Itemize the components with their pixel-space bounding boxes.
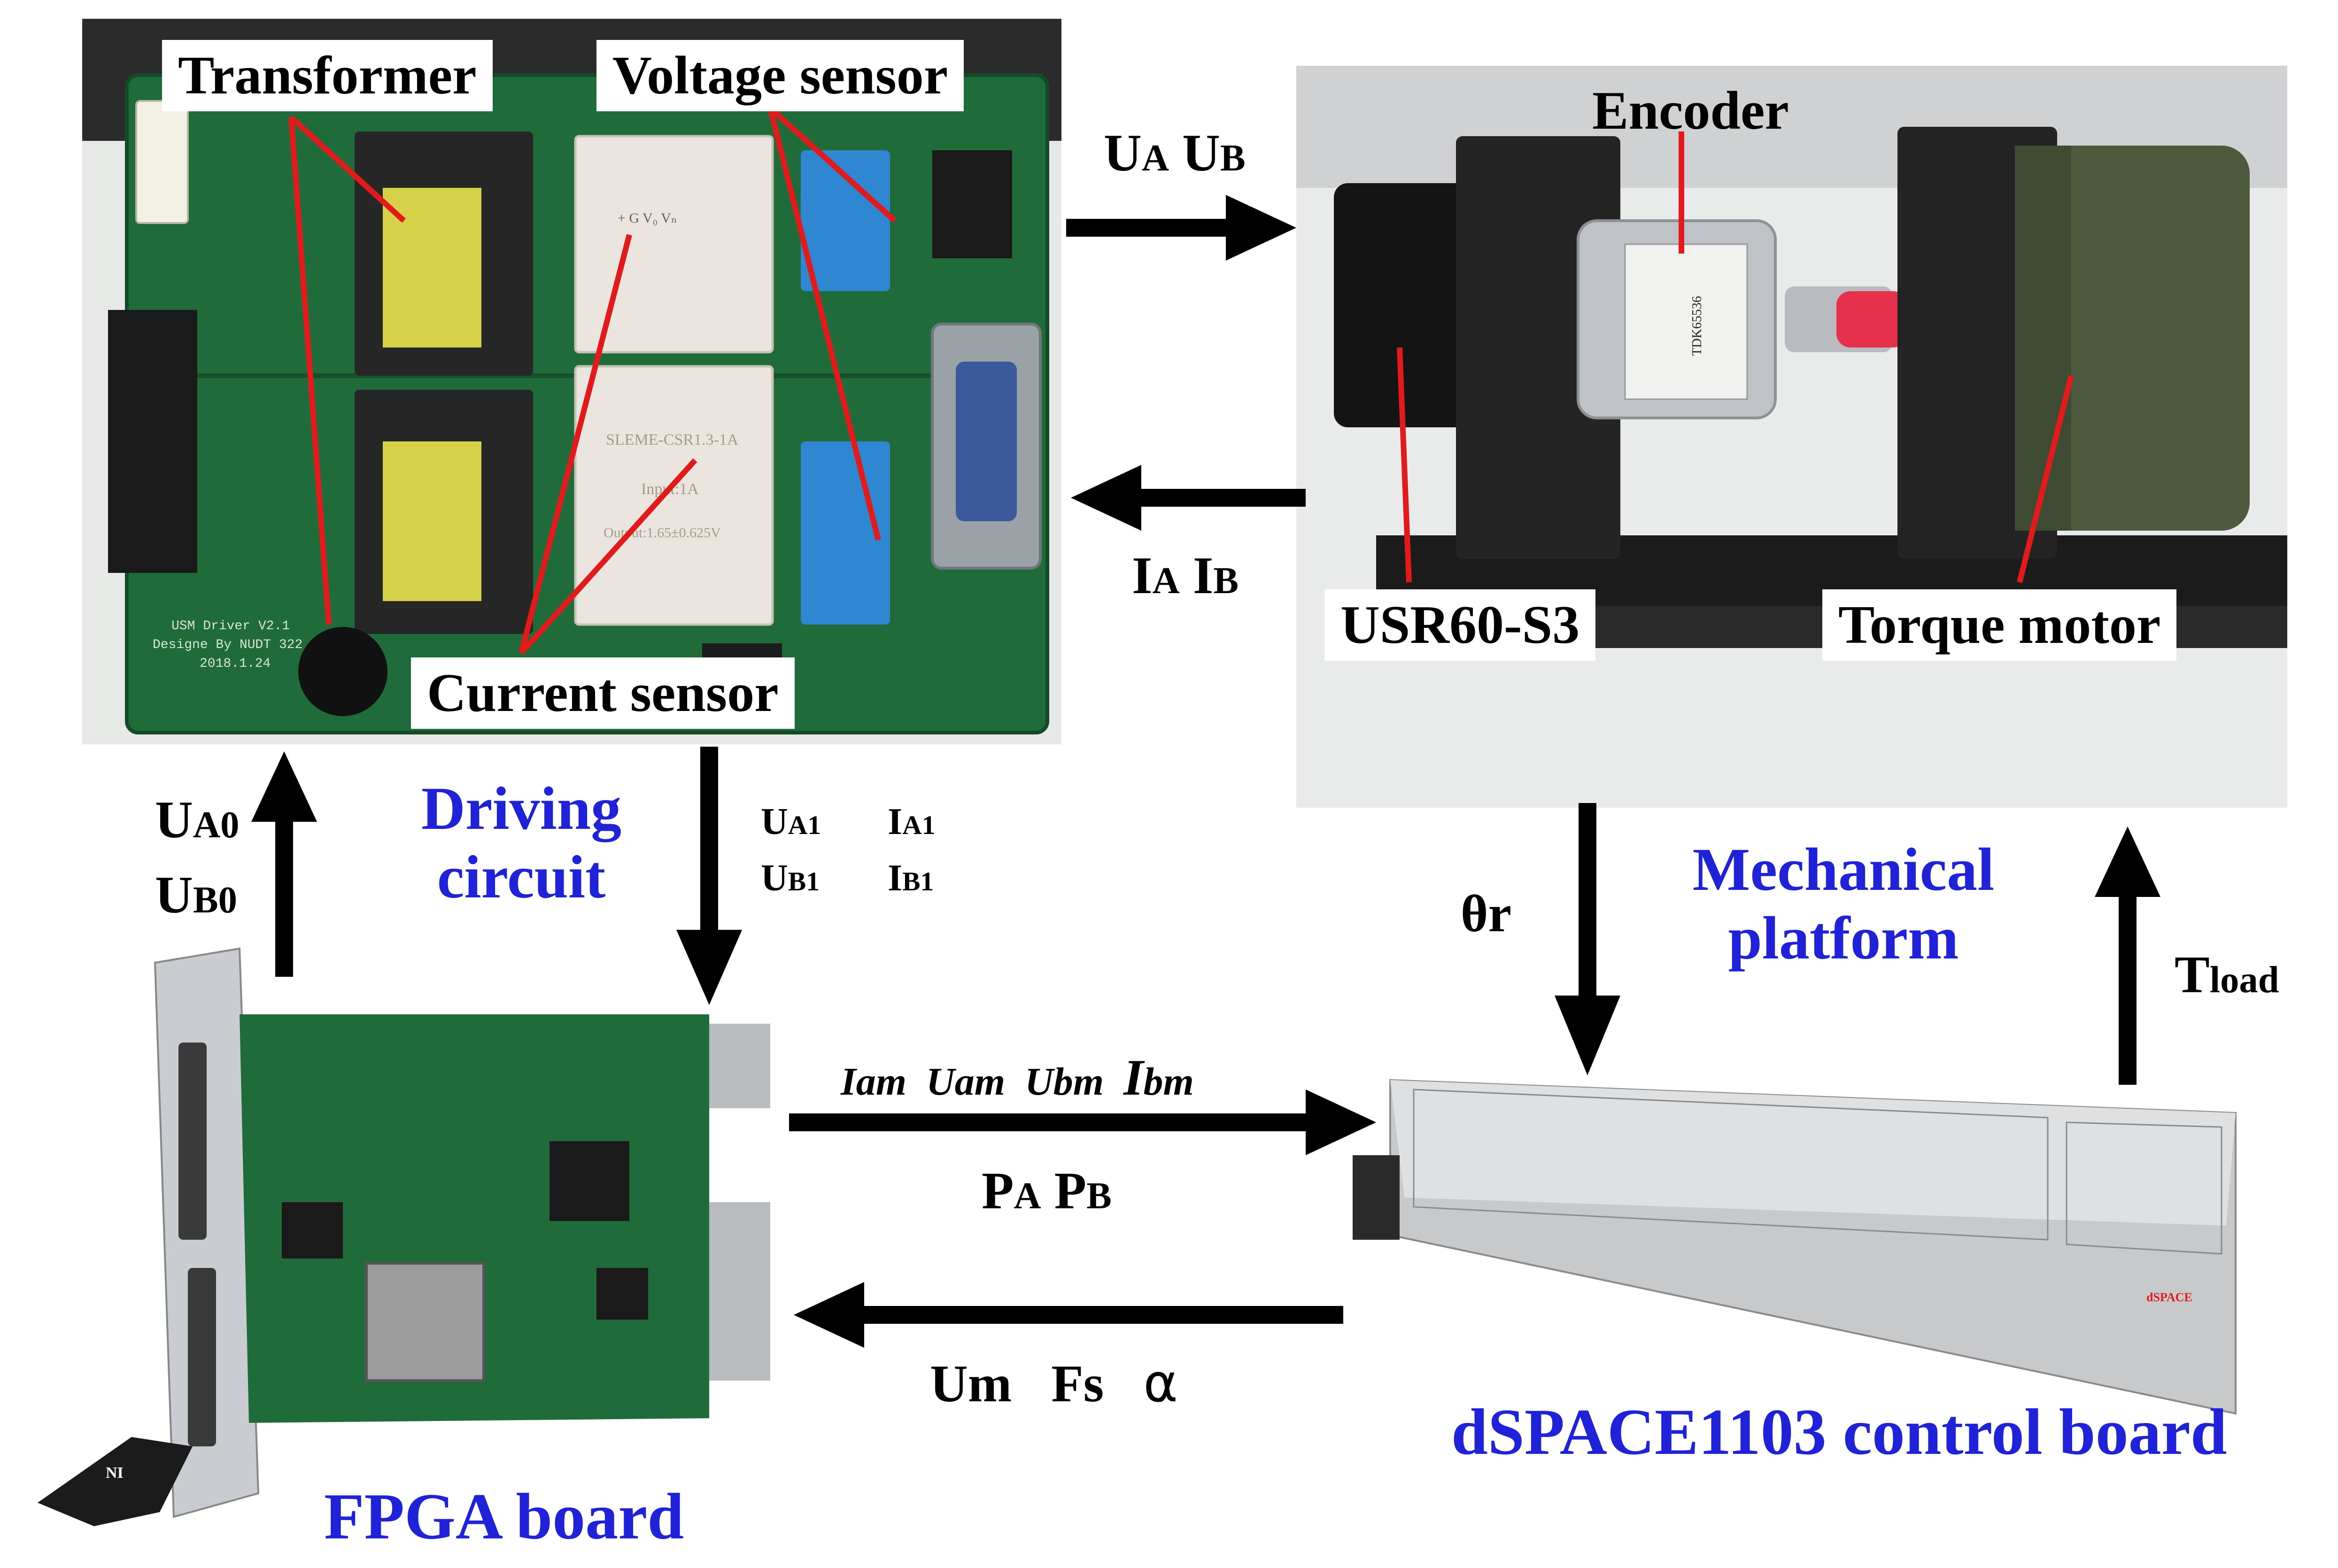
ua0-sub: A0 [193, 804, 240, 846]
ubm-text: Ubm [1025, 1060, 1104, 1104]
ni-logo-text: NI [106, 1464, 124, 1482]
pcb-date-text: 2018.1.24 [200, 657, 271, 671]
signal-ua-ub: UA UB [1104, 127, 1246, 179]
alpha-text: α [1143, 1353, 1178, 1414]
signal-ua0: UA0 [155, 794, 239, 846]
signal-theta-r: θr [1461, 885, 1512, 943]
tload-main: T [2175, 946, 2210, 1004]
fpga-chip [365, 1262, 485, 1382]
driving-circuit-title: Driving circuit [404, 775, 639, 911]
driving-title-line1: Driving [421, 775, 622, 842]
voltage-sensor-pins: + G V₀ Vₙ [618, 210, 677, 226]
ia1-sub: A1 [902, 811, 936, 840]
usr-motor-body [1334, 183, 1489, 427]
ua-main: U [1104, 124, 1142, 182]
voltage-sensor-label: Voltage sensor [596, 40, 964, 111]
pa-main: P [982, 1162, 1014, 1220]
signal-ub0: UB0 [155, 869, 237, 921]
current-sensor-label: Current sensor [411, 657, 795, 729]
um-text: Um [930, 1355, 1012, 1413]
torque-motor-body [2015, 146, 2250, 531]
shaft-coupling [1836, 291, 1907, 348]
ub0-main: U [155, 866, 193, 924]
tload-sub: load [2209, 959, 2279, 1001]
signal-ia-ib: IA IB [1132, 549, 1239, 602]
signal-ia1: IA1 [888, 803, 936, 841]
torque-motor-label: Torque motor [1822, 589, 2177, 661]
fpga-pcb [240, 1014, 709, 1423]
ua1-sub: A1 [788, 811, 821, 840]
iam-text: Iam [841, 1060, 907, 1104]
pb-main: P [1054, 1162, 1087, 1220]
ib1-main: I [888, 857, 903, 899]
usr-label: USR60-S3 [1324, 589, 1596, 661]
fpga-illustration [38, 939, 789, 1531]
inductor-round [298, 627, 387, 716]
arrows [251, 195, 2160, 1348]
mechanical-platform-photo: TDK65536 [1296, 66, 2287, 808]
ibm-sub: bm [1143, 1060, 1194, 1104]
ib-main: I [1192, 547, 1214, 605]
ia-main: I [1132, 547, 1153, 605]
dspace-board-photo: dSPACE [1353, 1057, 2268, 1423]
pcb-design-text: Designe By NUDT 322 [153, 638, 303, 652]
signal-pa-pb: PA PB [982, 1165, 1112, 1217]
mechanical-title-line2: platform [1728, 904, 1959, 972]
signal-um-fs: Um Fs α [930, 1357, 1178, 1410]
encoder-label: Encoder [1592, 81, 1789, 141]
mechanical-title-line1: Mechanical [1692, 836, 1995, 904]
fpga-board-photo: NI [38, 939, 789, 1531]
processor-chip [550, 1141, 629, 1221]
transformer-label: Transformer [162, 40, 493, 111]
motor-rig-illustration [1296, 66, 2287, 808]
pb-sub: B [1086, 1175, 1112, 1217]
fpga-title: FPGA board [324, 1480, 684, 1553]
ub-sub: B [1220, 137, 1246, 179]
dspace-logo-text: dSPACE [2146, 1290, 2192, 1304]
ib1-sub: B1 [902, 867, 934, 896]
blue-relay-top [801, 150, 890, 291]
driving-title-line2: circuit [437, 843, 606, 911]
dspace-title: dSPACE1103 control board [1451, 1396, 2227, 1468]
ub1-main: U [761, 857, 788, 899]
uam-text: Uam [926, 1060, 1006, 1104]
signal-tload: Tload [2175, 949, 2279, 1001]
ua0-main: U [155, 791, 193, 849]
ub1-sub: B1 [788, 867, 820, 896]
signal-ub1: UB1 [761, 859, 820, 897]
signal-ua1: UA1 [761, 803, 821, 841]
ibm-main: I [1123, 1049, 1144, 1106]
mechanical-platform-title: Mechanical platform [1644, 836, 2043, 973]
ub-main: U [1182, 124, 1221, 182]
pxi-handle [38, 1437, 193, 1526]
pa-sub: A [1014, 1175, 1041, 1217]
ia1-main: I [888, 801, 903, 842]
fs-text: Fs [1051, 1355, 1104, 1413]
dspace-illustration [1353, 1057, 2268, 1423]
signal-ib1: IB1 [888, 859, 934, 897]
voltage-sensor-module [574, 135, 774, 354]
callout-lines [288, 106, 2074, 655]
cs-model-text: SLEME-CSR1.3-1A [606, 431, 739, 448]
ua1-main: U [761, 801, 788, 842]
current-sensor-module [574, 365, 774, 626]
ub0-sub: B0 [193, 879, 237, 921]
signal-measured: Iam Uam Ubm Ibm [841, 1052, 1194, 1103]
ib-sub: B [1213, 560, 1239, 602]
ia-sub: A [1152, 560, 1180, 602]
pcb-name-text: USM Driver V2.1 [171, 619, 290, 633]
ua-sub: A [1141, 137, 1169, 179]
pin-header-left [108, 310, 197, 573]
